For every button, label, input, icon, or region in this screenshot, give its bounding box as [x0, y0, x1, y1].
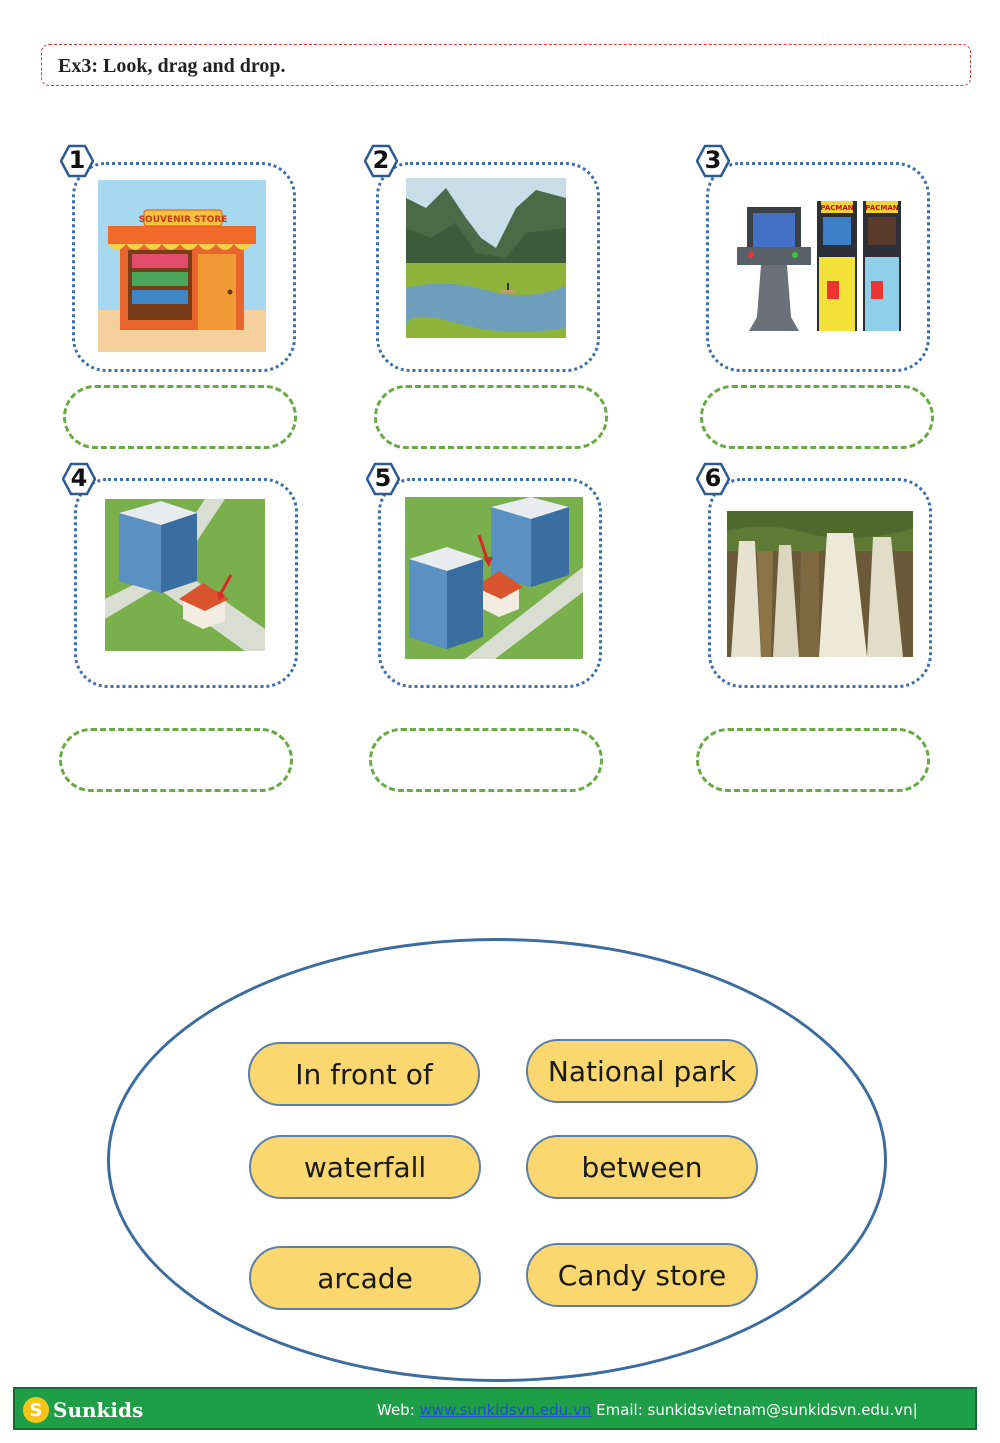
footer-contact: Web: www.sunkidsvn.edu.vn Email: sunkids… [377, 1401, 918, 1419]
picture-card-5 [378, 478, 602, 688]
answer-drop-zone-1[interactable] [63, 385, 297, 449]
word-chip-arcade[interactable]: arcade [249, 1246, 481, 1310]
number-badge-1: 1 [60, 144, 94, 178]
arcade-machines-picture: PACMAN PACMAN [733, 197, 903, 337]
souvenir-store-picture: SOUVENIR STORE [98, 180, 266, 352]
number-label-3: 3 [704, 146, 722, 174]
picture-card-6 [708, 478, 932, 688]
waterfall-picture [727, 511, 913, 657]
number-label-6: 6 [704, 464, 722, 492]
exercise-title: Ex3: Look, drag and drop. [58, 55, 286, 77]
number-label-4: 4 [70, 464, 88, 492]
word-chip-waterfall[interactable]: waterfall [249, 1135, 481, 1199]
brand-name: Sunkids [53, 1398, 144, 1422]
word-chip-between[interactable]: between [526, 1135, 758, 1199]
email-text: Email: sunkidsvietnam@sunkidsvn.edu.vn| [596, 1401, 918, 1419]
number-badge-4: 4 [62, 462, 96, 496]
footer-bar: S Sunkids Web: www.sunkidsvn.edu.vn Emai… [13, 1387, 977, 1430]
word-chip-candy-store[interactable]: Candy store [526, 1243, 758, 1307]
website-link[interactable]: www.sunkidsvn.edu.vn [419, 1401, 592, 1419]
picture-card-1: SOUVENIR STORE [72, 162, 296, 372]
word-chip-in-front-of[interactable]: In front of [248, 1042, 480, 1106]
answer-drop-zone-3[interactable] [700, 385, 934, 449]
number-label-5: 5 [374, 464, 392, 492]
number-label-2: 2 [372, 146, 390, 174]
picture-card-2 [376, 162, 600, 372]
number-badge-2: 2 [364, 144, 398, 178]
word-bank-oval [107, 938, 887, 1382]
word-chip-national-park[interactable]: National park [526, 1039, 758, 1103]
sun-icon: S [23, 1397, 49, 1423]
number-badge-6: 6 [696, 462, 730, 496]
web-label: Web: [377, 1401, 415, 1419]
picture-card-4 [74, 478, 298, 688]
svg-text:SOUVENIR STORE: SOUVENIR STORE [139, 215, 228, 225]
answer-drop-zone-2[interactable] [374, 385, 608, 449]
svg-text:PACMAN: PACMAN [865, 204, 898, 212]
answer-drop-zone-6[interactable] [696, 728, 930, 792]
between-picture [405, 497, 583, 659]
in-front-of-picture [105, 499, 265, 651]
picture-card-3: PACMAN PACMAN [706, 162, 930, 372]
answer-drop-zone-5[interactable] [369, 728, 603, 792]
national-park-picture [406, 178, 566, 338]
exercise-title-box: Ex3: Look, drag and drop. [41, 44, 971, 86]
number-badge-5: 5 [366, 462, 400, 496]
answer-drop-zone-4[interactable] [59, 728, 293, 792]
sunkids-logo: S Sunkids [23, 1396, 143, 1424]
svg-text:PACMAN: PACMAN [820, 204, 853, 212]
number-badge-3: 3 [696, 144, 730, 178]
number-label-1: 1 [68, 146, 86, 174]
